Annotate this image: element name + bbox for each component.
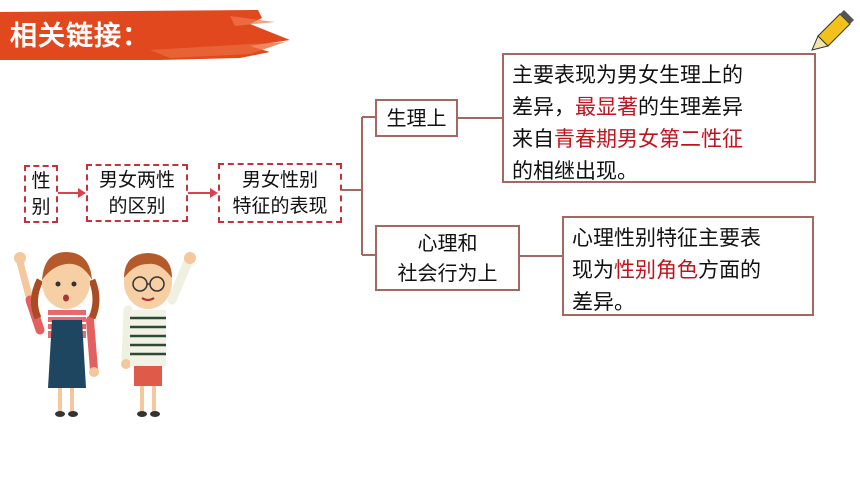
desc-physical-highlight1: 最显著 xyxy=(575,95,638,119)
desc-psych-line3: 差异。 xyxy=(572,286,804,318)
desc-psych-text2a: 现为 xyxy=(572,258,614,282)
flow-box-differences-line2: 的区别 xyxy=(108,195,166,217)
flow-arrow-1 xyxy=(58,188,86,198)
desc-physical-line2: 差异，最显著的生理差异 xyxy=(512,91,806,123)
desc-psych: 心理性别特征主要表 现为性别角色方面的 差异。 xyxy=(562,216,814,316)
desc-physical-highlight2: 青春期男女第二性征 xyxy=(554,127,743,151)
desc-physical-line4: 的相继出现。 xyxy=(512,155,806,187)
branch-psych-line1: 心理和 xyxy=(417,231,478,255)
flow-box-differences: 男女两性 的区别 xyxy=(86,164,188,222)
desc-physical-text2b: 的生理差异 xyxy=(638,95,743,119)
branch-psych-line2: 社会行为上 xyxy=(397,261,498,285)
desc-physical-line1: 主要表现为男女生理上的 xyxy=(512,59,806,91)
flow-box-gender-line1: 性 xyxy=(31,170,51,192)
flow-box-gender-line2: 别 xyxy=(31,196,51,218)
pencil-icon xyxy=(811,10,854,51)
desc-physical-line3: 来自青春期男女第二性征 xyxy=(512,123,806,155)
branch-physical-label: 生理上 xyxy=(386,106,447,130)
flow-box-manifestation-line2: 特征的表现 xyxy=(232,195,328,217)
desc-physical-text4: 的相继出现。 xyxy=(512,159,638,183)
banner-title: 相关链接： xyxy=(10,21,150,52)
desc-physical-text3: 来自 xyxy=(512,127,554,151)
flow-box-differences-line1: 男女两性 xyxy=(98,169,175,191)
branch-connector xyxy=(342,116,562,257)
flow-arrow-2 xyxy=(188,188,218,198)
desc-psych-text1: 心理性别特征主要表 xyxy=(572,226,761,250)
desc-physical-text1: 主要表现为男女生理上的 xyxy=(512,63,743,87)
girl-illustration xyxy=(14,252,100,417)
branch-physical: 生理上 xyxy=(375,99,458,137)
flow-box-gender: 性 别 xyxy=(24,165,58,223)
brush-banner xyxy=(0,10,290,60)
flow-box-manifestation-line1: 男女性别 xyxy=(241,169,318,191)
desc-psych-text2b: 方面的 xyxy=(698,258,761,282)
boy-illustration xyxy=(121,252,196,417)
desc-psych-line1: 心理性别特征主要表 xyxy=(572,222,804,254)
desc-physical-text2: 差异， xyxy=(512,95,575,119)
desc-psych-highlight: 性别角色 xyxy=(614,258,698,282)
branch-psych-social: 心理和 社会行为上 xyxy=(375,225,520,291)
desc-psych-line2: 现为性别角色方面的 xyxy=(572,254,804,286)
desc-physical: 主要表现为男女生理上的 差异，最显著的生理差异 来自青春期男女第二性征 的相继出… xyxy=(502,53,816,183)
flow-box-manifestation: 男女性别 特征的表现 xyxy=(218,163,342,223)
desc-psych-text3: 差异。 xyxy=(572,290,635,314)
